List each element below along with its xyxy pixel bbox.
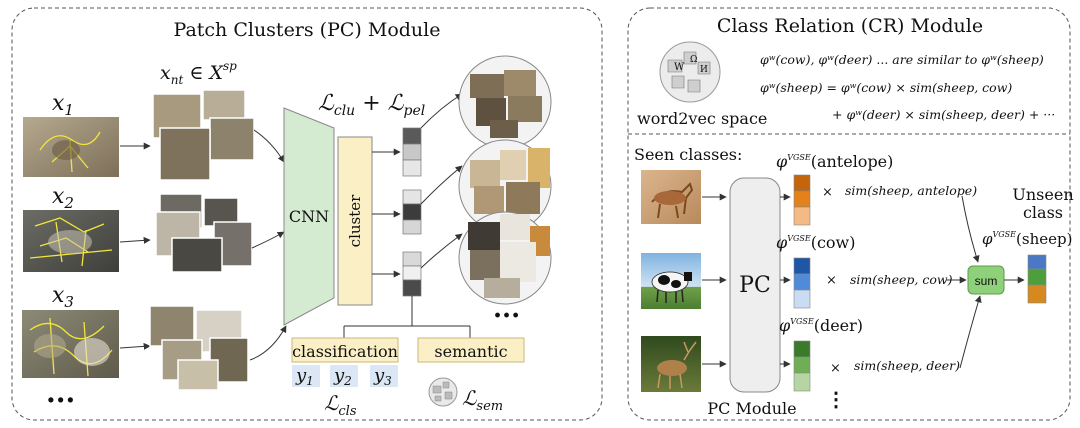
cr-module-panel	[627, 7, 1071, 421]
svg-text:И: И	[700, 65, 708, 75]
input-image-3	[22, 310, 119, 378]
svg-text:x3: x3	[52, 283, 74, 311]
input-label-x3: x3	[52, 283, 74, 311]
cluster-circle-1	[458, 55, 552, 149]
sim-sheep-cow: sim(sheep, cow)	[850, 272, 953, 287]
wikipedia-globe-icon: W Ω И	[659, 41, 721, 103]
arrow-patches1-to-cnn	[253, 129, 285, 163]
cluster-circle-3	[458, 211, 552, 305]
arrow-input2-to-patches	[119, 236, 151, 244]
antelope-vgse-vector	[793, 174, 811, 226]
arrow-vec3-to-cluster3	[420, 233, 463, 269]
sheep-vgse-vector	[1027, 254, 1047, 304]
y-label-1: y1	[292, 365, 320, 388]
arrow-patches3-to-cnn	[249, 325, 287, 361]
svg-text:φVGSE(cow): φVGSE(cow)	[776, 233, 855, 252]
svg-text:Ω: Ω	[690, 55, 697, 65]
svg-text:y3: y3	[373, 365, 392, 388]
pc-module-caption: PC Module	[707, 399, 796, 418]
antelope-image	[641, 170, 701, 224]
patch-stack-3	[149, 305, 249, 391]
cnn-block	[283, 107, 335, 326]
input-image-1	[23, 117, 119, 177]
word2vec-decomposition-line2: + φʷ(deer) × sim(sheep, deer) + ···	[832, 107, 1055, 122]
svg-text:x2: x2	[52, 184, 74, 212]
cow-vgse-vector	[793, 257, 811, 309]
clusters-more-ellipsis: ...	[493, 294, 520, 324]
phi-vgse-deer-label: φVGSE(deer)	[779, 316, 863, 335]
deer-image	[641, 336, 701, 392]
unseen-label-line1: Unseen	[1012, 185, 1073, 204]
patch-stack-2	[155, 193, 253, 273]
similarity-statement: φʷ(cow), φʷ(deer) ... are similar to φʷ(…	[760, 52, 1044, 67]
patch-set-label: xnt ∈ Xsp	[160, 59, 237, 87]
pc-block-label: PC	[739, 273, 771, 298]
pc-block	[729, 177, 781, 393]
input-image-2	[23, 210, 119, 272]
deer-vgse-vector	[793, 340, 811, 392]
feature-vector-1	[402, 127, 422, 177]
word2vec-space-label: word2vec space	[637, 109, 767, 128]
sim-sheep-deer: sim(sheep, deer)	[854, 358, 960, 373]
times-sign-deer: ×	[830, 361, 841, 376]
input-label-x2: x2	[52, 184, 74, 212]
svg-text:φVGSE(antelope): φVGSE(antelope)	[776, 152, 893, 171]
arrow-deer-to-sum	[959, 295, 982, 369]
cow-image	[641, 253, 701, 309]
input-more-ellipsis: ...	[46, 376, 75, 409]
seen-more-ellipsis: ⋮	[826, 387, 846, 411]
word2vec-decomposition-line1: φʷ(sheep) = φʷ(cow) × sim(sheep, cow)	[760, 80, 1012, 95]
arrow-vec1-to-cluster1	[420, 93, 463, 129]
arrow-antelope-to-sum	[961, 195, 980, 263]
semantic-box	[417, 337, 525, 363]
arrow-vec2-to-cluster2	[420, 165, 463, 205]
classification-box	[291, 337, 399, 363]
svg-text:y1: y1	[295, 365, 314, 388]
feature-vector-2	[402, 189, 422, 235]
cluster-circle-2	[458, 139, 552, 233]
loss-cls-label: ℒcls	[324, 391, 357, 419]
svg-text:φVGSE(sheep): φVGSE(sheep)	[982, 230, 1072, 248]
cr-module-title: Class Relation (CR) Module	[717, 15, 983, 37]
cluster-block	[337, 136, 373, 306]
y-label-2: y2	[330, 365, 358, 388]
unseen-label-line2: class	[1023, 203, 1063, 222]
seen-classes-label: Seen classes:	[634, 145, 742, 164]
arrow-input3-to-patches	[119, 342, 151, 350]
phi-vgse-cow-label: φVGSE(cow)	[776, 233, 855, 252]
loss-clu-pel-label: ℒclu + ℒpel	[318, 91, 425, 119]
pc-module-title: Patch Clusters (PC) Module	[174, 19, 441, 41]
sum-label: sum	[975, 274, 998, 288]
times-sign-cow: ×	[826, 273, 837, 288]
phi-vgse-sheep-label: φVGSE(sheep)	[982, 230, 1072, 248]
cluster-label: cluster	[346, 194, 364, 247]
y-label-3: y3	[370, 365, 398, 388]
sim-sheep-antelope: sim(sheep, antelope)	[845, 183, 977, 198]
feature-vector-3	[402, 251, 422, 297]
svg-text:ℒclu + ℒpel: ℒclu + ℒpel	[318, 91, 425, 119]
loss-sem-label: ℒsem	[462, 386, 503, 414]
cnn-label: CNN	[289, 207, 329, 226]
wikipedia-globe-icon-small	[428, 377, 458, 407]
svg-text:x1: x1	[52, 91, 74, 119]
pc-module-panel	[11, 7, 603, 421]
svg-text:ℒcls: ℒcls	[324, 391, 357, 419]
svg-text:ℒsem: ℒsem	[462, 386, 503, 414]
semantic-label: semantic	[434, 342, 507, 361]
arrow-patches2-to-cnn	[251, 231, 285, 249]
phi-vgse-antelope-label: φVGSE(antelope)	[776, 152, 893, 171]
patch-stack-1	[152, 89, 255, 181]
svg-text:φVGSE(deer): φVGSE(deer)	[779, 316, 863, 335]
input-label-x1: x1	[52, 91, 74, 119]
svg-text:W: W	[674, 62, 685, 73]
svg-text:xnt ∈ Xsp: xnt ∈ Xsp	[160, 59, 237, 87]
times-sign-antelope: ×	[822, 185, 833, 200]
classification-label: classification	[292, 342, 398, 361]
svg-text:y2: y2	[333, 365, 352, 388]
